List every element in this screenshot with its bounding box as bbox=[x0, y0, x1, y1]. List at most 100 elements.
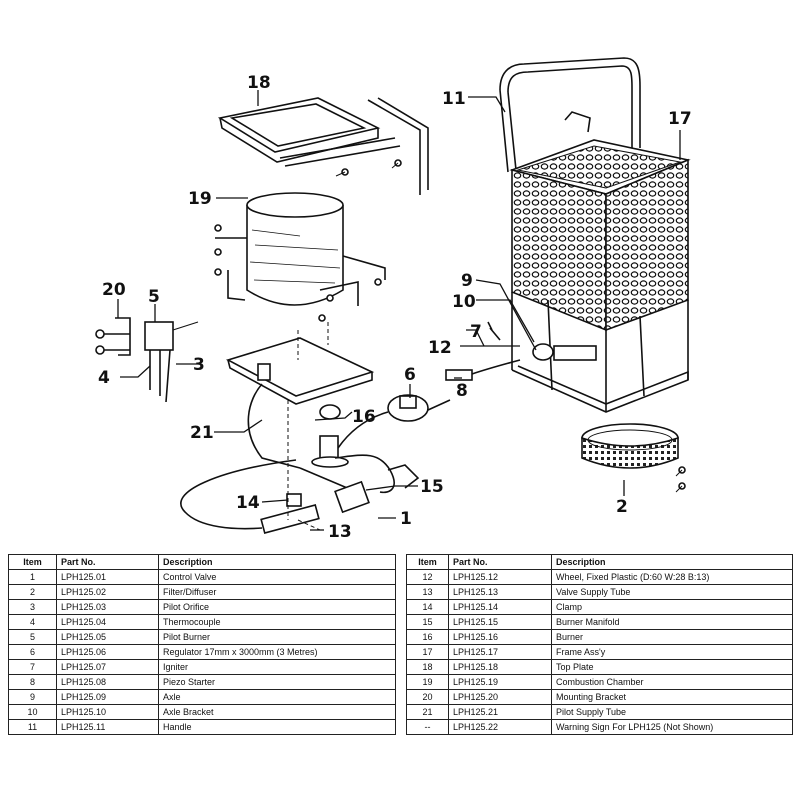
cell-description: Filter/Diffuser bbox=[158, 584, 396, 600]
callout-15: 15 bbox=[420, 477, 444, 497]
callout-13: 13 bbox=[328, 522, 352, 542]
cell-description: Mounting Bracket bbox=[551, 689, 793, 705]
cell-item: 7 bbox=[8, 659, 57, 675]
cell-item: 6 bbox=[8, 644, 57, 660]
callout-14: 14 bbox=[236, 493, 260, 513]
cell-item: 17 bbox=[406, 644, 449, 660]
cell-item: 16 bbox=[406, 629, 449, 645]
column-header-part-no: Part No. bbox=[448, 554, 552, 570]
cell-part-no: LPH125.21 bbox=[448, 704, 552, 720]
table-header-row: Item Part No. Description bbox=[406, 554, 793, 570]
cell-item: 11 bbox=[8, 719, 57, 735]
cell-description: Clamp bbox=[551, 599, 793, 615]
callout-2: 2 bbox=[616, 497, 628, 517]
cell-description: Wheel, Fixed Plastic (D:60 W:28 B:13) bbox=[551, 569, 793, 585]
column-header-item: Item bbox=[8, 554, 57, 570]
mounting-bracket-assembly bbox=[95, 317, 199, 403]
cell-description: Pilot Orifice bbox=[158, 599, 396, 615]
cell-part-no: LPH125.13 bbox=[448, 584, 552, 600]
cell-part-no: LPH125.07 bbox=[56, 659, 159, 675]
combustion-chamber bbox=[214, 192, 386, 322]
cell-description: Frame Ass'y bbox=[551, 644, 793, 660]
cell-description: Burner Manifold bbox=[551, 614, 793, 630]
cell-item: 19 bbox=[406, 674, 449, 690]
cell-part-no: LPH125.16 bbox=[448, 629, 552, 645]
cell-description: Thermocouple bbox=[158, 614, 396, 630]
cell-description: Burner bbox=[551, 629, 793, 645]
callout-6: 6 bbox=[404, 365, 416, 385]
cell-item: 21 bbox=[406, 704, 449, 720]
cell-part-no: LPH125.10 bbox=[56, 704, 159, 720]
cell-description: Igniter bbox=[158, 659, 396, 675]
cell-description: Pilot Burner bbox=[158, 629, 396, 645]
cell-item: 2 bbox=[8, 584, 57, 600]
cell-description: Valve Supply Tube bbox=[551, 584, 793, 600]
callout-7: 7 bbox=[470, 322, 482, 342]
callout-3: 3 bbox=[193, 355, 205, 375]
callout-1: 1 bbox=[400, 509, 412, 529]
callout-11: 11 bbox=[442, 89, 466, 109]
top-plate bbox=[217, 97, 429, 195]
column-header-description: Description bbox=[551, 554, 793, 570]
cell-description: Control Valve bbox=[158, 569, 396, 585]
column-header-description: Description bbox=[158, 554, 396, 570]
cell-description: Handle bbox=[158, 719, 396, 735]
cell-item: -- bbox=[406, 719, 449, 735]
callout-17: 17 bbox=[668, 109, 692, 129]
cell-item: 13 bbox=[406, 584, 449, 600]
cell-item: 9 bbox=[8, 689, 57, 705]
callout-labels: 18 11 17 19 9 10 7 20 5 12 3 4 6 8 16 21… bbox=[98, 73, 692, 542]
callout-4: 4 bbox=[98, 368, 110, 388]
cell-item: 10 bbox=[8, 704, 57, 720]
leader-lines bbox=[117, 90, 681, 531]
cell-item: 14 bbox=[406, 599, 449, 615]
cell-part-no: LPH125.14 bbox=[448, 599, 552, 615]
exploded-diagram: 18 11 17 19 9 10 7 20 5 12 3 4 6 8 16 21… bbox=[95, 57, 692, 542]
callout-20: 20 bbox=[102, 280, 126, 300]
cell-description: Warning Sign For LPH125 (Not Shown) bbox=[551, 719, 793, 735]
cell-description: Piezo Starter bbox=[158, 674, 396, 690]
heater-frame bbox=[487, 57, 691, 413]
callout-9: 9 bbox=[461, 271, 473, 291]
cell-item: 3 bbox=[8, 599, 57, 615]
cell-part-no: LPH125.22 bbox=[448, 719, 552, 735]
cell-part-no: LPH125.08 bbox=[56, 674, 159, 690]
cell-description: Axle Bracket bbox=[158, 704, 396, 720]
cell-description: Pilot Supply Tube bbox=[551, 704, 793, 720]
cell-part-no: LPH125.06 bbox=[56, 644, 159, 660]
callout-12: 12 bbox=[428, 338, 452, 358]
burner-manifold bbox=[180, 337, 420, 534]
cell-part-no: LPH125.02 bbox=[56, 584, 159, 600]
cell-item: 12 bbox=[406, 569, 449, 585]
cell-item: 5 bbox=[8, 629, 57, 645]
cell-part-no: LPH125.15 bbox=[448, 614, 552, 630]
filter-diffuser bbox=[581, 423, 686, 493]
cell-part-no: LPH125.01 bbox=[56, 569, 159, 585]
cell-part-no: LPH125.09 bbox=[56, 689, 159, 705]
callout-19: 19 bbox=[188, 189, 212, 209]
cell-part-no: LPH125.04 bbox=[56, 614, 159, 630]
callout-8: 8 bbox=[456, 381, 468, 401]
callout-21: 21 bbox=[190, 423, 214, 443]
regulator bbox=[337, 359, 521, 449]
callout-10: 10 bbox=[452, 292, 476, 312]
cell-description: Top Plate bbox=[551, 659, 793, 675]
cell-part-no: LPH125.20 bbox=[448, 689, 552, 705]
cell-item: 8 bbox=[8, 674, 57, 690]
callout-5: 5 bbox=[148, 287, 160, 307]
